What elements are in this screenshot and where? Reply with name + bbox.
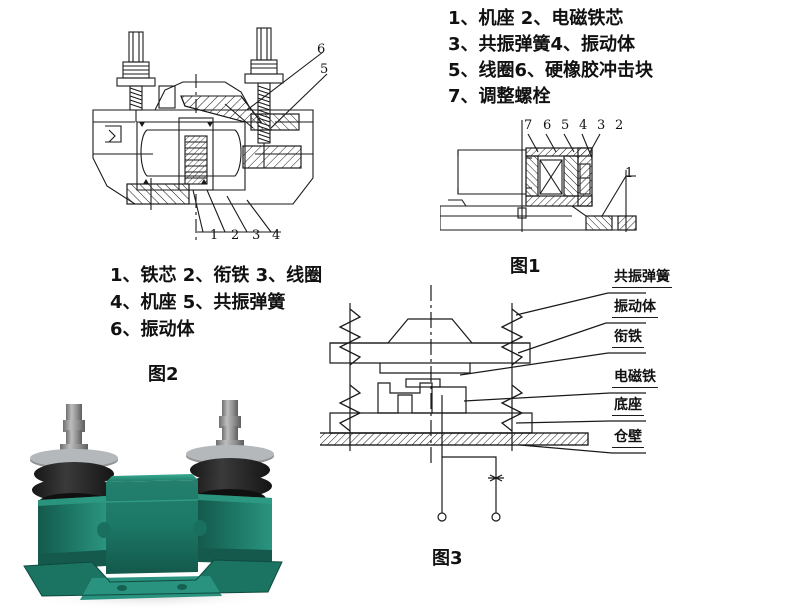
left-bolt-assembly: [116, 31, 156, 122]
legend-fig2-line-1: 1、铁芯 2、衔铁 3、线圈: [110, 265, 323, 286]
leader-number-5: 5: [320, 62, 329, 77]
right-bolt-damper: [186, 400, 274, 509]
legend-fig2: 1、铁芯 2、衔铁 3、线圈 4、机座 5、共振弹簧 6、振动体: [110, 262, 410, 343]
fig1-leader-6: 6: [543, 118, 552, 133]
fig1-leader-2: 2: [615, 118, 624, 133]
fig1-leader-7: 7: [524, 118, 533, 133]
fig3-callout-electromagnet: 电磁铁: [612, 366, 658, 388]
fig3-callout-resonance-spring: 共振弹簧: [612, 266, 672, 288]
legend-main-line-3: 5、线圈6、硬橡胶冲击块: [448, 60, 654, 81]
legend-main: 1、机座 2、电磁铁芯 3、共振弹簧4、振动体 5、线圈6、硬橡胶冲击块 7、调…: [448, 6, 788, 110]
leader-number-4: 4: [272, 228, 281, 243]
fig1-leader-5: 5: [561, 118, 570, 133]
leader-number-2: 2: [231, 228, 240, 243]
figure-3-drawing: [320, 275, 660, 535]
legend-main-line-2: 3、共振弹簧4、振动体: [448, 34, 636, 55]
fig3-callout-armature: 衔铁: [612, 326, 644, 348]
fig1-leader-3: 3: [597, 118, 606, 133]
vibrator-photo: [0, 390, 300, 612]
fig3-callout-bin-wall: 仓壁: [612, 426, 644, 448]
leader-number-3: 3: [252, 228, 261, 243]
left-bolt-damper: [30, 404, 118, 513]
fig3-callout-base: 底座: [612, 394, 644, 416]
caption-fig3: 图3: [432, 548, 463, 569]
legend-fig2-line-3: 6、振动体: [110, 319, 195, 340]
fig1-leader-1: 1: [625, 166, 634, 181]
legend-main-line-4: 7、调整螺栓: [448, 86, 551, 107]
caption-fig2: 图2: [148, 364, 179, 385]
fig1-leader-4: 4: [579, 118, 588, 133]
leader-number-6: 6: [317, 42, 326, 57]
caption-fig1: 图1: [510, 256, 541, 277]
fig3-callout-vibrating-body: 振动体: [612, 296, 658, 318]
leader-number-1: 1: [210, 228, 219, 243]
figure-1-drawing: [440, 112, 770, 242]
figure-topleft-drawing: [75, 18, 355, 258]
legend-fig2-line-2: 4、机座 5、共振弹簧: [110, 292, 286, 313]
legend-main-line-1: 1、机座 2、电磁铁芯: [448, 8, 624, 29]
